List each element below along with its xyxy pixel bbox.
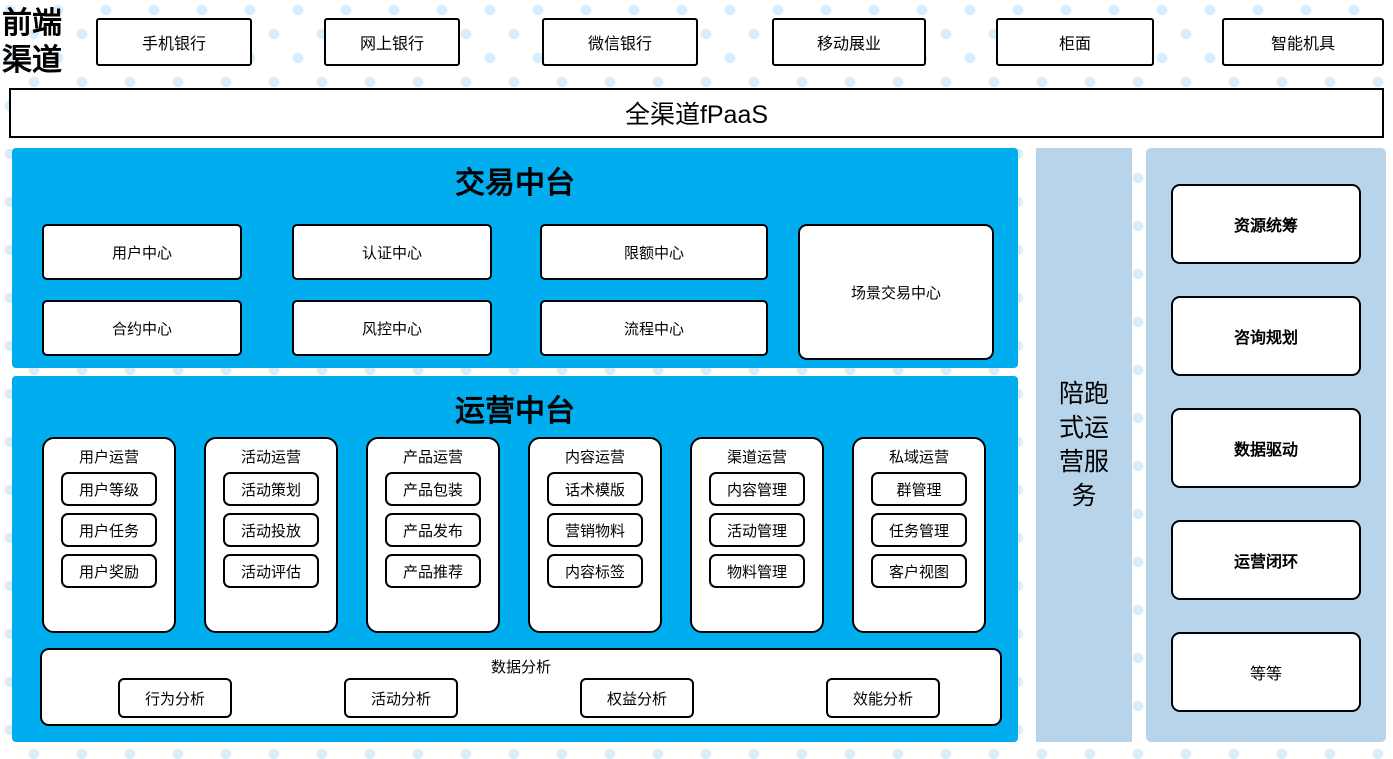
accompany-service-label: 陪跑 式运 营服 务 — [1058, 380, 1109, 510]
ops-platform-title: 运营中台 — [455, 395, 575, 428]
data-analysis-title: 数据分析 — [490, 659, 551, 676]
service-chip-0[interactable]: 资源统筹 — [1171, 184, 1361, 264]
channel-chip-3[interactable]: 移动展业 — [772, 18, 926, 66]
ops-column-0: 用户运营用户等级用户任务用户奖励 — [42, 437, 176, 633]
accompany-service-column: 陪跑 式运 营服 务 — [1036, 148, 1132, 742]
ops-item-0-1[interactable]: 用户任务 — [61, 513, 157, 547]
data-analysis-chip-3[interactable]: 效能分析 — [826, 678, 940, 718]
service-chip-2[interactable]: 数据驱动 — [1171, 408, 1361, 488]
channel-chip-0[interactable]: 手机银行 — [96, 18, 252, 66]
ops-item-5-2[interactable]: 客户视图 — [871, 554, 967, 588]
frontend-channel-label: 前端 渠道 — [2, 7, 62, 77]
omnichannel-fpaas-bar: 全渠道fPaaS — [9, 88, 1384, 138]
ops-item-5-1[interactable]: 任务管理 — [871, 513, 967, 547]
frontend-channel-row: 前端 渠道 手机银行 网上银行 微信银行 移动展业 柜面 智能机具 — [0, 0, 1393, 84]
ops-column-title-0: 用户运营 — [78, 449, 139, 466]
ops-item-5-0[interactable]: 群管理 — [871, 472, 967, 506]
trade-module-3[interactable]: 合约中心 — [42, 300, 242, 356]
ops-column-5: 私域运营群管理任务管理客户视图 — [852, 437, 986, 633]
channel-chip-2[interactable]: 微信银行 — [542, 18, 698, 66]
ops-item-2-0[interactable]: 产品包装 — [385, 472, 481, 506]
ops-platform-panel: 运营中台 数据分析 行为分析活动分析权益分析效能分析 用户运营用户等级用户任务用… — [12, 376, 1018, 742]
ops-item-4-2[interactable]: 物料管理 — [709, 554, 805, 588]
ops-item-3-1[interactable]: 营销物料 — [547, 513, 643, 547]
ops-column-title-1: 活动运营 — [240, 449, 301, 466]
service-chip-4[interactable]: 等等 — [1171, 632, 1361, 712]
service-chip-1[interactable]: 咨询规划 — [1171, 296, 1361, 376]
scene-transaction-center-box[interactable]: 场景交易中心 — [798, 224, 994, 360]
ops-column-3: 内容运营话术模版营销物料内容标签 — [528, 437, 662, 633]
trade-platform-title: 交易中台 — [455, 167, 575, 200]
ops-item-4-1[interactable]: 活动管理 — [709, 513, 805, 547]
channel-chip-1[interactable]: 网上银行 — [324, 18, 460, 66]
trade-module-1[interactable]: 认证中心 — [292, 224, 492, 280]
ops-column-2: 产品运营产品包装产品发布产品推荐 — [366, 437, 500, 633]
ops-item-2-1[interactable]: 产品发布 — [385, 513, 481, 547]
ops-item-0-2[interactable]: 用户奖励 — [61, 554, 157, 588]
data-analysis-chip-1[interactable]: 活动分析 — [344, 678, 458, 718]
trade-module-0[interactable]: 用户中心 — [42, 224, 242, 280]
trade-module-2[interactable]: 限额中心 — [540, 224, 768, 280]
ops-item-1-1[interactable]: 活动投放 — [223, 513, 319, 547]
ops-column-title-4: 渠道运营 — [726, 449, 787, 466]
ops-column-1: 活动运营活动策划活动投放活动评估 — [204, 437, 338, 633]
ops-item-1-2[interactable]: 活动评估 — [223, 554, 319, 588]
ops-item-3-2[interactable]: 内容标签 — [547, 554, 643, 588]
trade-module-4[interactable]: 风控中心 — [292, 300, 492, 356]
ops-item-1-0[interactable]: 活动策划 — [223, 472, 319, 506]
ops-column-title-3: 内容运营 — [564, 449, 625, 466]
ops-item-3-0[interactable]: 话术模版 — [547, 472, 643, 506]
ops-item-4-0[interactable]: 内容管理 — [709, 472, 805, 506]
ops-column-4: 渠道运营内容管理活动管理物料管理 — [690, 437, 824, 633]
ops-item-2-2[interactable]: 产品推荐 — [385, 554, 481, 588]
channel-chip-4[interactable]: 柜面 — [996, 18, 1154, 66]
data-analysis-chip-0[interactable]: 行为分析 — [118, 678, 232, 718]
ops-column-title-5: 私域运营 — [888, 449, 949, 466]
data-analysis-chip-2[interactable]: 权益分析 — [580, 678, 694, 718]
ops-item-0-0[interactable]: 用户等级 — [61, 472, 157, 506]
service-capability-panel: 资源统筹咨询规划数据驱动运营闭环等等 — [1146, 148, 1386, 742]
trade-module-5[interactable]: 流程中心 — [540, 300, 768, 356]
service-chip-3[interactable]: 运营闭环 — [1171, 520, 1361, 600]
ops-column-title-2: 产品运营 — [402, 449, 463, 466]
trade-platform-panel: 交易中台 场景交易中心 用户中心认证中心限额中心合约中心风控中心流程中心 — [12, 148, 1018, 368]
channel-chip-5[interactable]: 智能机具 — [1222, 18, 1384, 66]
data-analysis-group: 数据分析 行为分析 活动分析 权益分析 效能分析 — [40, 648, 1002, 726]
